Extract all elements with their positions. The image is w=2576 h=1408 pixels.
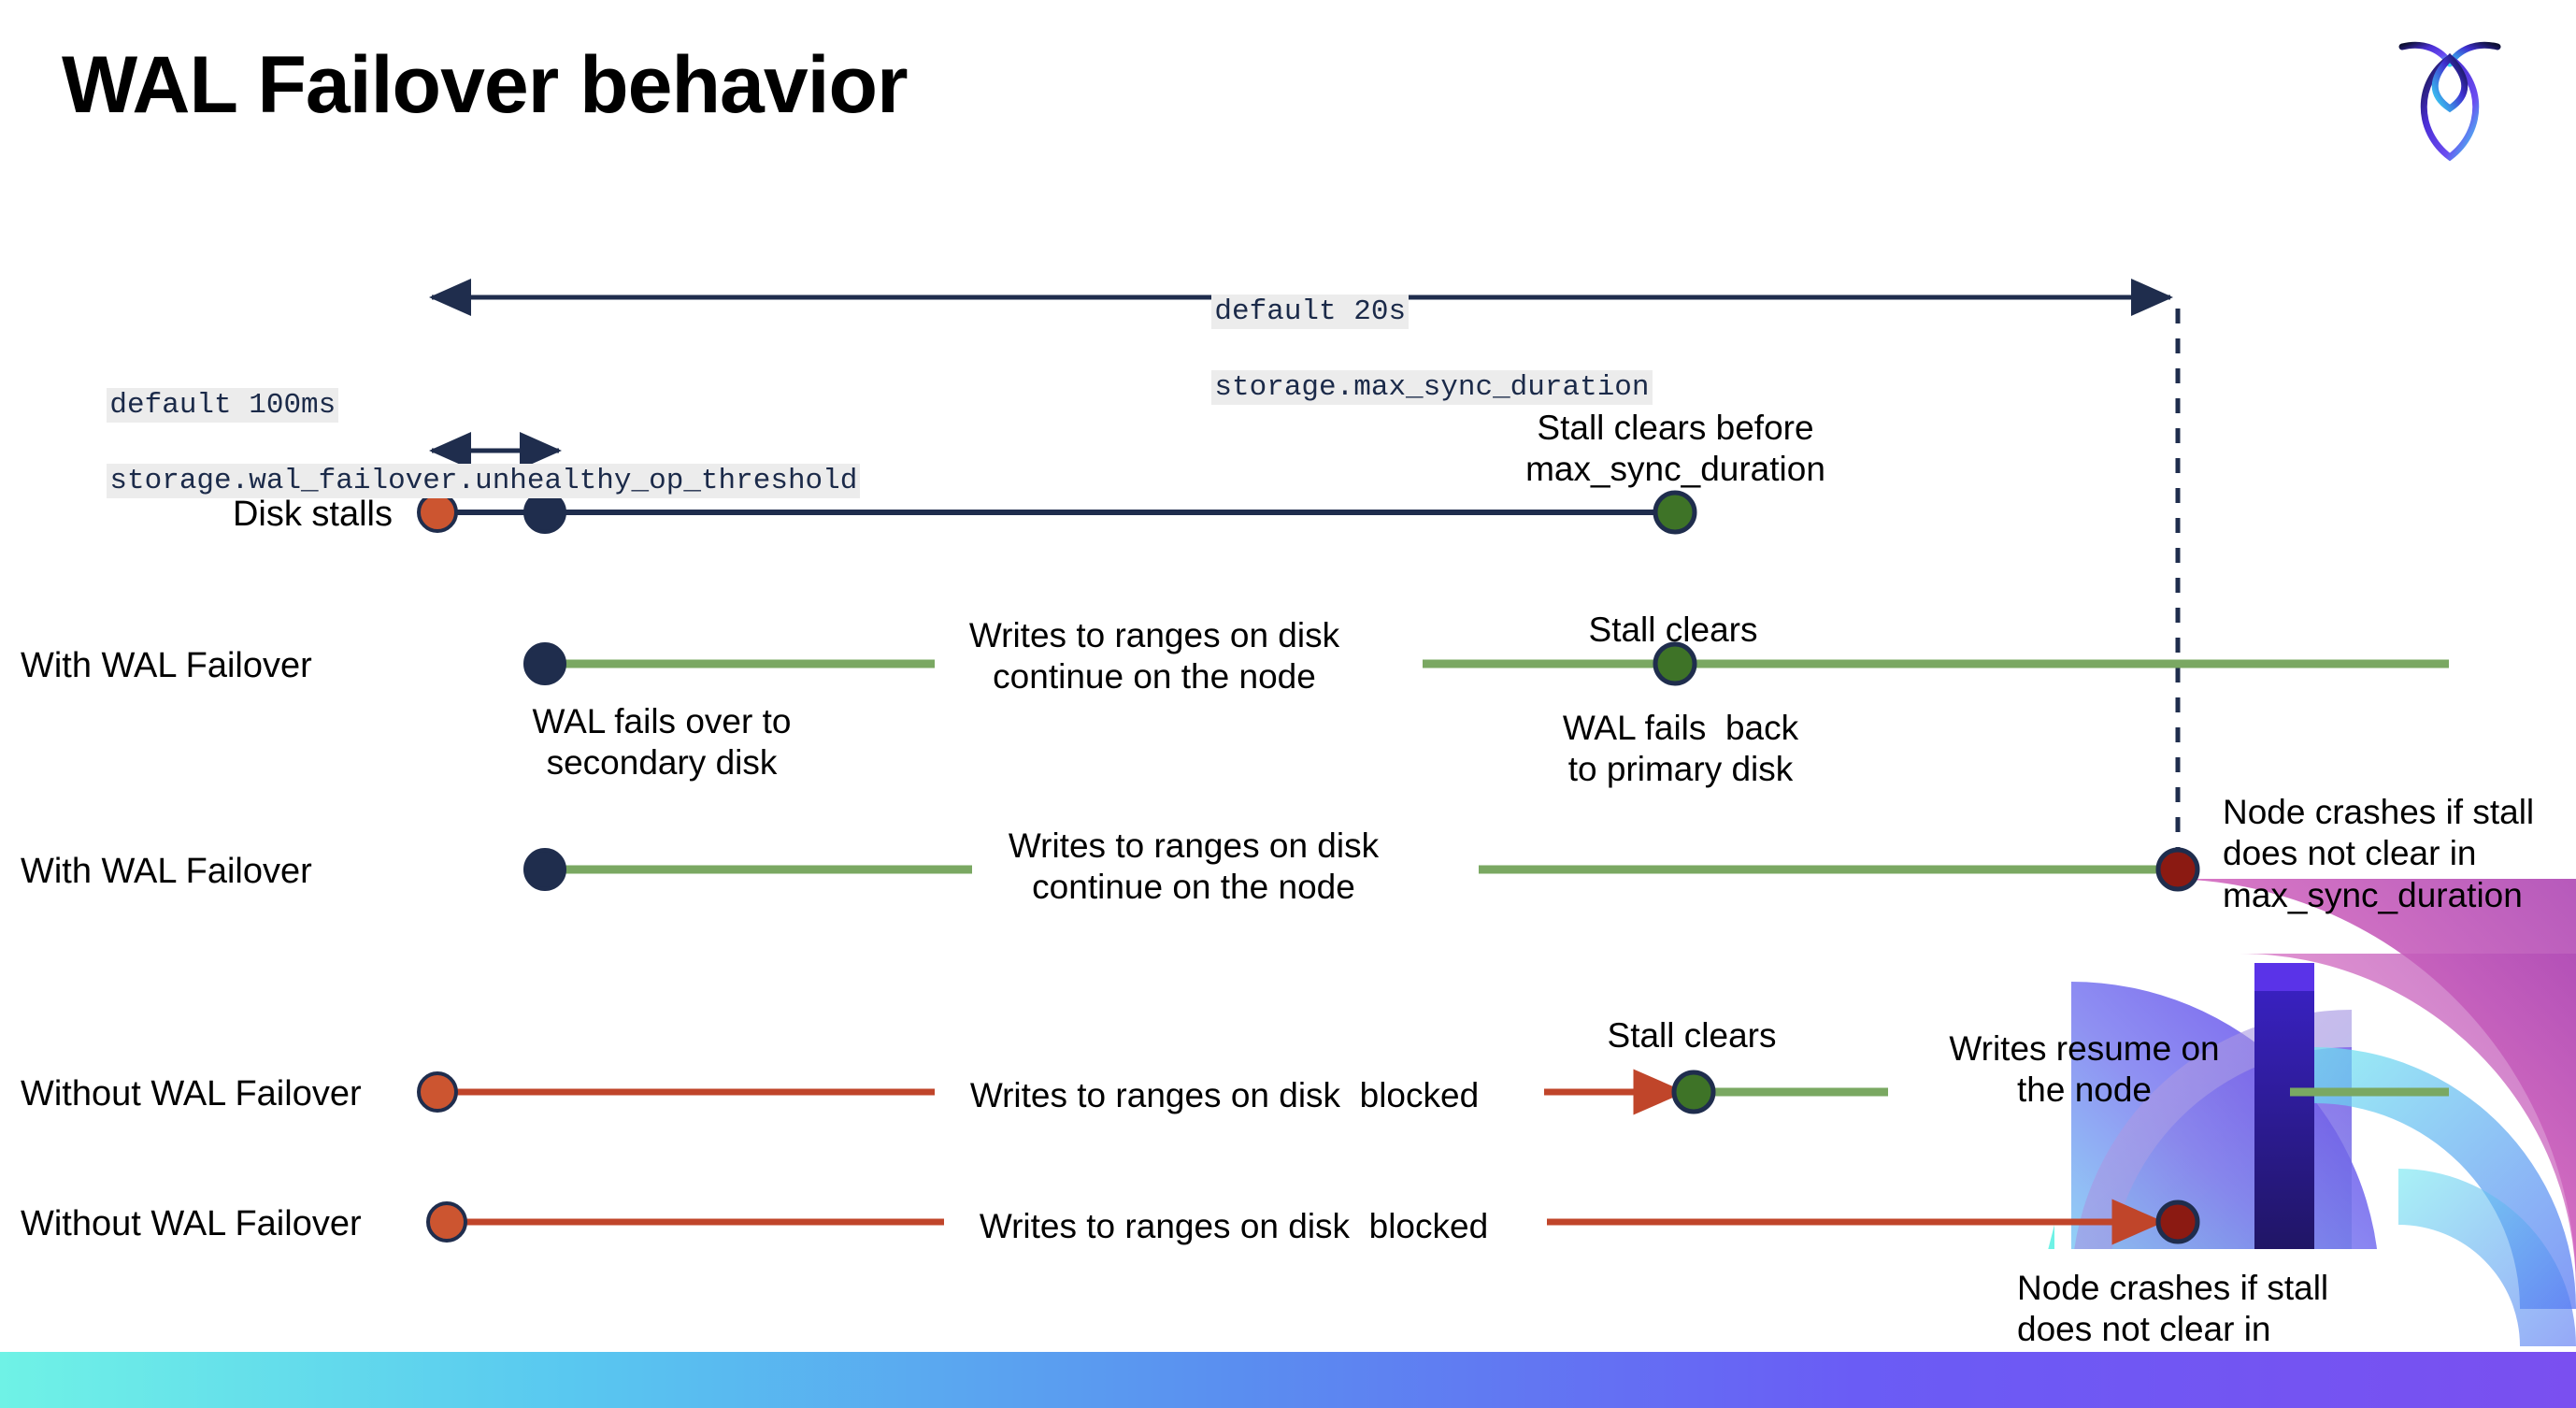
marker-stall-begin: [426, 1201, 467, 1243]
marker-wal-fails-over: [523, 642, 566, 685]
annotation-wal-fails-over: WAL fails over to secondary disk: [532, 702, 792, 783]
annotation-wal-fails-back: WAL fails back to primary disk: [1562, 709, 1799, 789]
row-label-with-wal-failover-1: With WAL Failover: [21, 646, 312, 685]
row-with-wal-failover-2-timeline: [523, 847, 2200, 892]
row-label-without-wal-failover-2: Without WAL Failover: [21, 1204, 362, 1243]
unhealthy-op-default-label: default 100ms: [107, 388, 339, 424]
cockroachdb-logo: [2389, 26, 2511, 166]
marker-node-crash: [2155, 847, 2200, 892]
page-title: WAL Failover behavior: [62, 40, 909, 130]
artwork-white-mask: [1972, 1249, 2440, 1354]
row-without-wal-failover-2-timeline: [426, 1199, 2200, 1245]
max-sync-duration-annotation: default 20s storage.max_sync_duration: [1142, 256, 1653, 444]
marker-stall-clears: [1671, 1070, 1716, 1114]
annotation-stall-clears-1: Stall clears: [1588, 611, 1758, 649]
row-label-with-wal-failover-2: With WAL Failover: [21, 852, 312, 891]
annotation-stall-clears-2: Stall clears: [1607, 1016, 1777, 1055]
max-sync-setting-name: storage.max_sync_duration: [1211, 369, 1653, 405]
marker-stall-clears: [1653, 641, 1697, 686]
row-with-wal-failover-1-timeline: [523, 641, 2449, 686]
max-sync-default-label: default 20s: [1211, 295, 1410, 330]
row-without-wal-failover-1-timeline: [417, 1069, 2449, 1115]
marker-node-crash: [2155, 1200, 2200, 1244]
annotation-writes-blocked-1: Writes to ranges on disk blocked: [969, 1076, 1480, 1114]
annotation-writes-continue-1: Writes to ranges on disk continue on the…: [968, 616, 1340, 697]
row-label-without-wal-failover-1: Without WAL Failover: [21, 1074, 362, 1113]
annotation-writes-resume: Writes resume on the node: [1949, 1029, 2220, 1110]
marker-stall-begin: [417, 1071, 458, 1113]
row-label-disk-stalls: Disk stalls: [232, 495, 393, 534]
bottom-gradient-bar: [0, 1352, 2576, 1408]
marker-stall-clears: [1653, 490, 1697, 535]
annotation-writes-continue-2: Writes to ranges on disk continue on the…: [1008, 826, 1380, 907]
row-disk-stalls-timeline: [417, 490, 1697, 535]
annotation-node-crashes-1: Node crashes if stall does not clear in …: [2223, 793, 2535, 914]
annotation-stall-clears-before-max-sync: Stall clears before max_sync_duration: [1525, 409, 1825, 489]
annotation-writes-blocked-2: Writes to ranges on disk blocked: [979, 1207, 1489, 1245]
marker-wal-fails-over: [523, 848, 566, 891]
unhealthy-op-threshold-annotation: default 100ms storage.wal_failover.unhea…: [37, 350, 861, 538]
unhealthy-op-setting-name: storage.wal_failover.unhealthy_op_thresh…: [107, 463, 861, 498]
